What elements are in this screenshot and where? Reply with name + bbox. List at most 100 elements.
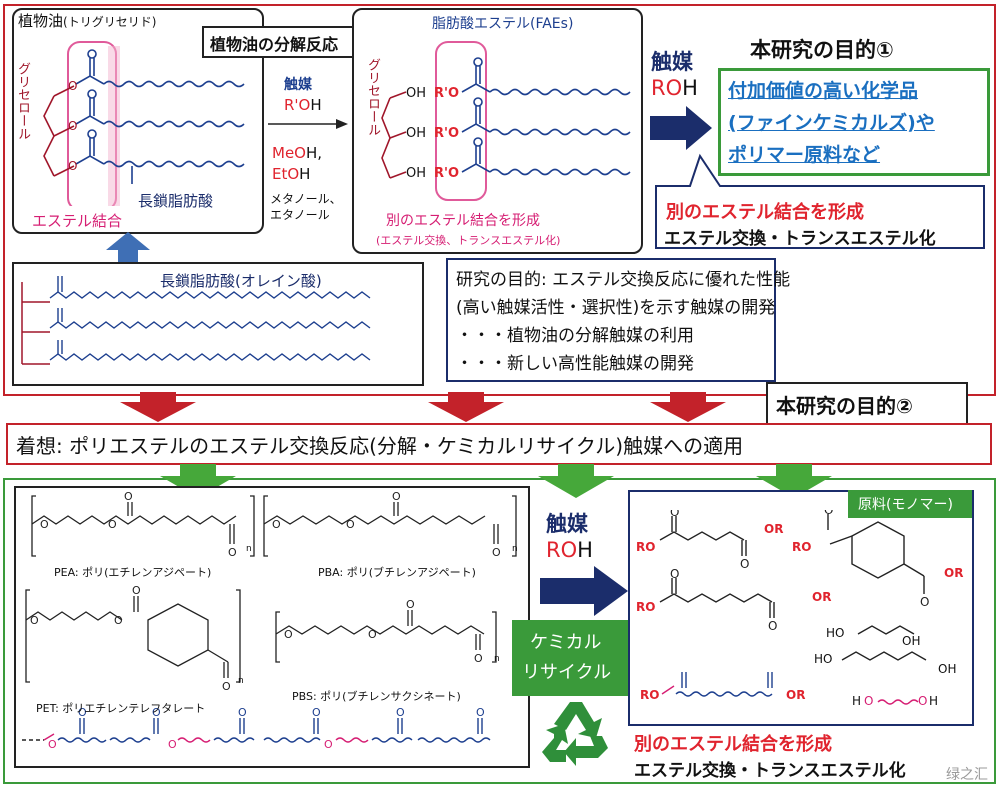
fae-ro-3: R'O: [434, 166, 460, 181]
goal1-title: 本研究の目的①: [750, 38, 894, 62]
svg-text:O: O: [396, 706, 405, 719]
decomposition-title: 植物油の分解反応: [210, 35, 339, 54]
green-down-arrow-2: [538, 464, 614, 498]
svg-text:O: O: [132, 584, 141, 597]
purpose-line-3: ・・・植物油の分解触媒の利用: [456, 326, 694, 346]
svg-text:O: O: [124, 490, 133, 503]
recycle-icon: [542, 702, 608, 766]
monomer-ro-3: RO: [636, 600, 656, 614]
fae-title: 脂肪酸エステル(FAEs): [432, 16, 574, 32]
svg-text:O: O: [368, 628, 377, 641]
top-frame: [3, 4, 996, 396]
bottom-callout-red: 別のエステル結合を形成: [634, 734, 832, 755]
product-line-1: 付加価値の高い化学品: [728, 80, 919, 102]
n-subscript-4: n: [494, 654, 500, 664]
goal1-arrow: [650, 106, 712, 150]
svg-text:O: O: [272, 518, 281, 531]
monomer-or-1: OR: [764, 522, 784, 536]
bottom-roh: ROH: [546, 538, 593, 562]
purpose-box: [446, 258, 776, 382]
monomer-ro-1: RO: [636, 540, 656, 554]
red-down-arrow-3: [650, 392, 726, 422]
catalyst-label: 触媒: [284, 77, 312, 93]
svg-text:O: O: [222, 680, 231, 693]
fae-ro-2: R'O: [434, 126, 460, 141]
products-box: [718, 68, 990, 176]
goal1-callout-black: エステル交換・トランスエステル化: [664, 229, 936, 249]
purpose-line-1: 研究の目的: エステル交換反応に優れた性能: [456, 270, 791, 290]
oleic-box: [12, 262, 424, 386]
n-subscript-2: n: [512, 544, 518, 554]
product-line-2: (ファインケミカルズ)や: [728, 112, 935, 134]
svg-text:O: O: [284, 628, 293, 641]
green-down-arrow-1: [160, 464, 236, 498]
svg-text:O: O: [670, 567, 679, 581]
blue-up-arrow: [106, 232, 150, 264]
svg-text:O: O: [474, 652, 483, 665]
red-down-arrow-1: [120, 392, 196, 422]
polymer-label-pbs: PBS: ポリ(ブチレンサクシネート): [292, 690, 461, 703]
etoh-reagent: EtOH: [272, 165, 311, 183]
triglyceride-structure: OOO: [43, 41, 245, 206]
bottom-arrow: [540, 566, 628, 616]
svg-text:O: O: [324, 738, 333, 751]
svg-text:O: O: [114, 614, 123, 627]
monomer-box: [628, 490, 974, 726]
bottom-frame: [3, 478, 996, 784]
monomer-h-2: H: [929, 694, 939, 708]
n-subscript-1: n: [246, 544, 252, 554]
fae-glycerol-label: グリセロール: [365, 58, 380, 136]
monomer-o-1: O: [864, 694, 874, 708]
monomer-ho-1: HO: [826, 626, 845, 640]
svg-text:O: O: [238, 706, 247, 719]
monomer-ro-4: RO: [640, 688, 660, 702]
fae-new-bond-sub: (エステル交換、トランスエステル化): [376, 234, 561, 247]
svg-text:O: O: [152, 706, 161, 719]
svg-text:O: O: [740, 557, 749, 571]
meoh-reagent: MeOH,: [272, 144, 323, 162]
svg-text:O: O: [768, 619, 777, 633]
fae-oh-1: OH: [406, 86, 427, 101]
goal1-callout-red: 別のエステル結合を形成: [666, 202, 864, 223]
svg-text:O: O: [108, 518, 117, 531]
polymer-label-pet: PET: ポリエチレンテレフタレート: [36, 702, 206, 715]
monomer-ro-2: RO: [792, 540, 812, 554]
n-subscript-3: n: [238, 676, 244, 686]
monomer-or-2: OR: [944, 566, 964, 580]
monomer-ho-2: HO: [814, 652, 833, 666]
fae-new-bond: 別のエステル結合を形成: [386, 213, 540, 229]
svg-text:O: O: [476, 706, 485, 719]
reaction-arrow: [268, 119, 348, 129]
recycle-line-1: ケミカル: [530, 632, 602, 653]
ethanol-text: エタノール: [270, 208, 330, 222]
fae-oh-2: OH: [406, 126, 427, 141]
idea-text: 着想: ポリエステルのエステル交換反応(分解・ケミカルリサイクル)触媒への適用: [16, 434, 744, 458]
svg-text:O: O: [68, 159, 77, 173]
monomer-o-2: O: [918, 694, 928, 708]
bottom-catalyst: 触媒: [546, 512, 588, 536]
svg-text:O: O: [346, 518, 355, 531]
purpose-line-2: (高い触媒活性・選択性)を示す触媒の開発: [456, 298, 776, 318]
monomer-or-3: OR: [812, 590, 832, 604]
svg-text:O: O: [492, 546, 501, 559]
svg-text:O: O: [312, 706, 321, 719]
polymer-label-pba: PBA: ポリ(ブチレンアジペート): [318, 566, 476, 579]
svg-text:O: O: [68, 119, 77, 133]
product-line-3: ポリマー原料など: [728, 144, 881, 166]
monomer-or-4: OR: [786, 688, 806, 702]
svg-text:O: O: [30, 614, 39, 627]
watermark: 绿之汇: [946, 767, 988, 783]
fae-structure: [381, 41, 631, 201]
goal1-catalyst: 触媒: [651, 50, 693, 74]
svg-text:O: O: [48, 738, 57, 751]
monomer-oh-1: OH: [902, 634, 921, 648]
long-chain-label: 長鎖脂肪酸: [138, 192, 214, 210]
goal1-roh: ROH: [651, 76, 698, 100]
monomer-title-box: [848, 490, 972, 518]
ester-bond-label: エステル結合: [32, 212, 123, 230]
glycerol-vertical-label: グリセロール: [15, 62, 30, 140]
svg-text:O: O: [168, 738, 177, 751]
monomer-oh-2: OH: [938, 662, 957, 676]
